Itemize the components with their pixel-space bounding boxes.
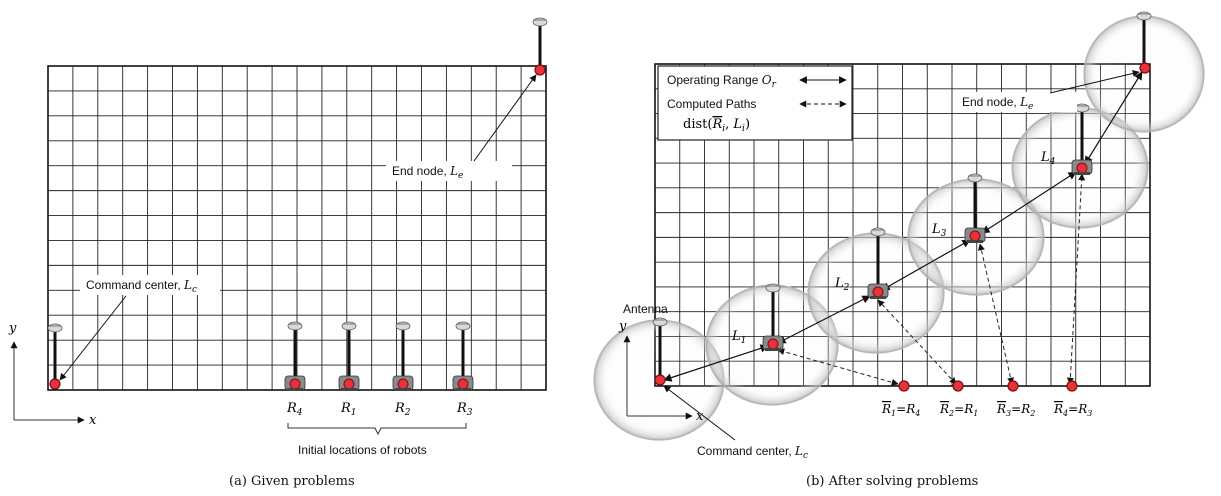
robot-r4 — [284, 321, 306, 391]
robot-marker — [767, 338, 779, 350]
robot-marker — [343, 378, 355, 390]
antenna-dish-icon — [395, 321, 411, 331]
robot-marker — [1076, 162, 1088, 174]
antenna-dish-icon — [47, 323, 63, 333]
antennas-b — [652, 11, 1152, 378]
robot-marker — [457, 378, 469, 390]
robot-at-l3 — [964, 173, 986, 243]
command-center-marker-b — [654, 374, 666, 386]
robot-labels-a: R4 R1 R2 R3 — [286, 401, 473, 418]
antenna-dish-icon — [652, 317, 668, 327]
robot-label-r3: R3 — [456, 401, 473, 418]
assignment-4: R4=R3 — [1053, 402, 1092, 418]
caption-a: (a) Given problems — [229, 474, 355, 489]
robot-marker — [289, 378, 301, 390]
axes-a: y x — [8, 321, 97, 428]
robot-wheels — [395, 388, 411, 391]
robot-at-l2 — [867, 227, 889, 299]
axes-b: y x — [618, 319, 704, 424]
operating-range-links — [663, 71, 1143, 382]
computed-paths — [777, 173, 1086, 386]
assignment-3: R3=R2 — [996, 402, 1035, 418]
robot-marker — [969, 230, 981, 242]
node-label-l2: L2 — [834, 276, 850, 293]
legend-operating-range: Operating Range Or — [667, 73, 777, 90]
robot-wheels — [870, 296, 886, 299]
axis-x-label-b: x — [696, 409, 704, 424]
robot-wheels — [765, 348, 781, 351]
antenna-dish-icon — [1136, 11, 1152, 21]
panel-a: y x End node, Le Command center, Lc Init… — [8, 17, 548, 489]
command-center-label-b: Command center, Lc — [697, 444, 808, 461]
caption-b: (b) After solving problems — [806, 474, 978, 489]
node-label-l1: L1 — [731, 329, 746, 346]
node-label-l3: L3 — [931, 222, 947, 239]
initial-position-marker — [1007, 380, 1019, 392]
antenna-dish-icon — [532, 17, 548, 27]
initial-locations-label: Initial locations of robots — [298, 443, 427, 457]
end-node-label-b: End node, Le — [962, 95, 1033, 112]
antenna-dish-icon — [765, 283, 781, 293]
antenna-label: Antenna — [623, 302, 668, 316]
robot-label-r1: R1 — [340, 401, 357, 418]
initial-position-marker — [898, 380, 910, 392]
end-node-label-a: End node, Le — [392, 164, 463, 181]
antenna-dish-icon — [341, 321, 357, 331]
antenna-dish-icon — [1074, 103, 1090, 113]
robot-at-l1 — [762, 283, 784, 351]
end-node-marker-b — [1139, 62, 1151, 74]
command-center-label-a: Command center, Lc — [86, 278, 197, 295]
robot-wheels — [341, 388, 357, 391]
legend-computed-paths: Computed Paths — [667, 97, 756, 111]
robot-marker — [397, 378, 409, 390]
end-node-marker — [534, 64, 546, 76]
legend: Operating Range Or Computed Paths dist(R… — [657, 65, 853, 141]
antenna-dish-icon — [287, 321, 303, 331]
panel-b: y x L1 L2 L3 — [593, 11, 1205, 489]
initial-position-marker — [952, 380, 964, 392]
antenna-dish-icon — [967, 173, 983, 183]
initial-position-marker — [1066, 380, 1078, 392]
grid-a — [47, 65, 547, 391]
robot-wheels — [967, 240, 983, 243]
axis-y-label-b: y — [618, 319, 627, 334]
robots-at-nodes — [762, 103, 1093, 351]
legend-dist: dist(Ri, Li) — [683, 117, 750, 134]
robot-r1 — [338, 321, 360, 391]
command-center-marker — [49, 378, 61, 390]
robot-at-l4 — [1071, 103, 1093, 175]
antenna-icon — [652, 317, 668, 378]
axis-y-label: y — [8, 321, 17, 336]
initial-positions-b — [898, 380, 1078, 392]
assignment-labels: R1=R4 R2=R1 R3=R2 R4=R3 — [881, 402, 1092, 418]
axis-x-label: x — [89, 413, 97, 428]
robots-a — [284, 321, 474, 391]
command-center-a — [47, 323, 63, 390]
robot-wheels — [287, 388, 303, 391]
robot-label-r4: R4 — [286, 401, 303, 418]
robot-label-r2: R2 — [394, 401, 411, 418]
robot-r2 — [392, 321, 414, 391]
node-label-l4: L4 — [1040, 150, 1056, 167]
robot-wheels — [1074, 172, 1090, 175]
robots-brace — [287, 423, 467, 436]
robot-wheels — [455, 388, 471, 391]
antenna-icon — [1136, 11, 1152, 66]
assignment-1: R1=R4 — [881, 402, 920, 418]
robot-r3 — [452, 321, 474, 391]
antenna-dish-icon — [455, 321, 471, 331]
robot-marker — [872, 286, 884, 298]
antenna-dish-icon — [870, 227, 886, 237]
assignment-2: R2=R1 — [939, 402, 978, 418]
end-node-a — [532, 17, 548, 76]
antenna-icon — [532, 17, 548, 68]
antenna-icon — [47, 323, 63, 380]
